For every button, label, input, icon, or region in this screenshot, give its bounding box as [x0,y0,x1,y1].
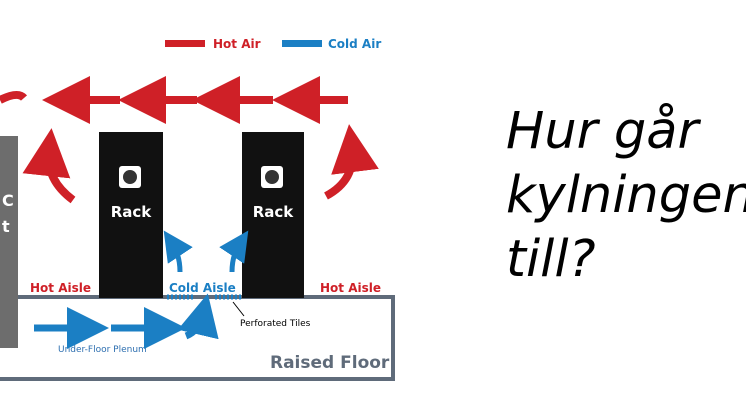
cold-arrow-aisle-right [219,230,249,273]
question-line-1: Hur går [506,102,699,161]
hot-arrow-left-curve [22,128,76,204]
crac-unit: C t [0,136,18,348]
question-line-3: till? [506,230,596,289]
raised-floor: Perforated Tiles Under-Floor Plenum Rais… [0,294,395,381]
rack-left-body [99,132,163,298]
cooling-diagram: Hot Air Cold Air Perforated Tiles Under-… [0,37,395,381]
cold-air-legend-label: Cold Air [328,37,381,51]
rack-left-fan-hub [123,170,137,184]
rack-left-label: Rack [111,203,153,221]
hot-arrow-right-curve [323,124,379,200]
hot-arrow-crac-return [0,91,28,104]
perforated-tiles-label: Perforated Tiles [240,319,311,329]
legend: Hot Air Cold Air [165,37,381,51]
cold-air-swatch [282,40,322,47]
rack-right: Rack [242,132,304,298]
rack-right-body [242,132,304,298]
cold-air-flow [34,230,249,349]
crac-box [0,136,18,348]
raised-floor-label: Raised Floor [270,353,390,373]
question-line-2: kylningen [506,166,746,225]
hot-air-swatch [165,40,205,47]
cold-aisle-label: Cold Aisle [169,281,236,295]
question-heading: Hur går kylningen till? [506,100,746,292]
crac-label-line2: t [2,217,10,236]
perforated-tile-pointer [232,301,245,317]
cold-arrow-plenum-up [177,293,219,340]
rack-right-fan-hub [265,170,279,184]
rack-left: Rack [99,132,163,298]
under-floor-plenum-label: Under-Floor Plenum [58,345,147,355]
hot-air-legend-label: Hot Air [213,37,261,51]
hot-air-flow [0,76,379,204]
hot-aisle-left-label: Hot Aisle [30,281,91,295]
cold-arrow-aisle-left [163,230,193,273]
rack-right-label: Rack [253,203,295,221]
crac-label-line1: C [2,191,14,210]
hot-aisle-right-label: Hot Aisle [320,281,381,295]
